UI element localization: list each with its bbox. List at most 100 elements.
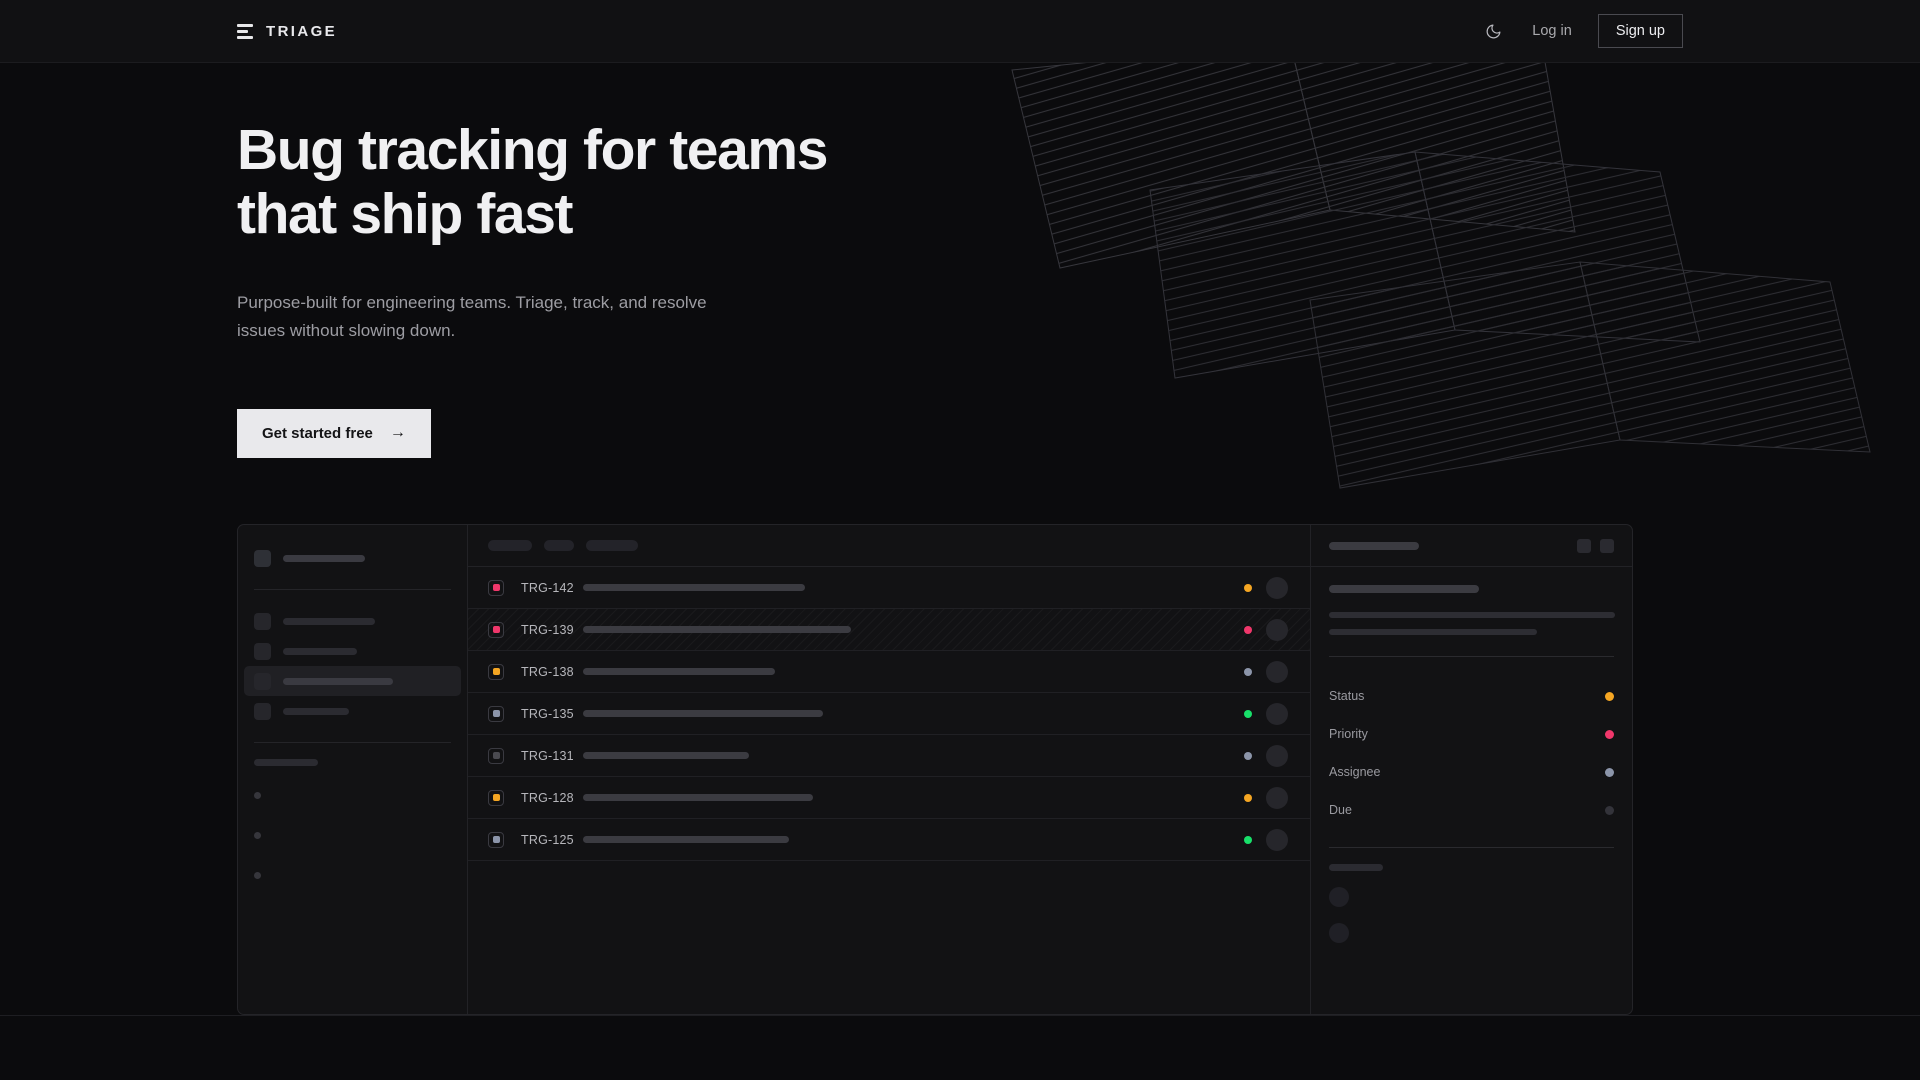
issue-id: TRG-138 bbox=[521, 664, 574, 679]
avatar bbox=[1266, 702, 1288, 725]
avatar bbox=[1266, 660, 1288, 683]
row-meta bbox=[1244, 660, 1310, 683]
meta-label: Status bbox=[1329, 689, 1365, 703]
issue-detail-panel: Status Priority Assignee Due bbox=[1310, 525, 1632, 1014]
priority-icon bbox=[488, 705, 504, 722]
due-badge bbox=[1605, 805, 1614, 815]
nav-label-placeholder bbox=[283, 707, 349, 715]
headline-line-1: Bug tracking for teams bbox=[237, 118, 828, 182]
filter-chip-2[interactable] bbox=[544, 540, 574, 551]
status-dot-icon bbox=[1244, 583, 1252, 592]
sidebar-subitem-2[interactable] bbox=[244, 820, 461, 850]
arrow-right-icon: → bbox=[389, 424, 406, 442]
moon-icon[interactable] bbox=[1480, 18, 1506, 44]
sidebar-item-1[interactable] bbox=[244, 606, 461, 636]
detail-header-actions bbox=[1577, 538, 1614, 553]
sidebar-item-2[interactable] bbox=[244, 636, 461, 666]
detail-divider bbox=[1329, 656, 1614, 657]
issue-title-placeholder bbox=[583, 794, 813, 801]
hero-section: Bug tracking for teams that ship fast Pu… bbox=[237, 118, 828, 458]
sidebar-item-3-active[interactable] bbox=[244, 666, 461, 696]
status-dot-icon bbox=[1244, 835, 1252, 844]
nav-square-icon bbox=[254, 702, 271, 720]
priority-icon bbox=[488, 621, 504, 638]
table-row[interactable]: TRG-142 bbox=[468, 567, 1310, 609]
priority-icon bbox=[488, 579, 504, 596]
signup-button[interactable]: Sign up bbox=[1597, 14, 1683, 48]
meta-row-due[interactable]: Due bbox=[1329, 791, 1614, 829]
sidebar-nav bbox=[244, 606, 461, 726]
nav-label-placeholder bbox=[283, 617, 375, 625]
filter-chip-1[interactable] bbox=[488, 540, 532, 551]
avatar bbox=[1266, 576, 1288, 599]
sidebar-subitem-3[interactable] bbox=[244, 860, 461, 890]
status-dot-icon bbox=[1244, 667, 1252, 676]
header-nav: Log in Sign up bbox=[1480, 14, 1683, 48]
get-started-button[interactable]: Get started free → bbox=[237, 408, 431, 458]
detail-action-2-button[interactable] bbox=[1600, 538, 1614, 553]
status-dot-icon bbox=[1244, 793, 1252, 802]
priority-icon bbox=[488, 789, 504, 806]
priority-icon bbox=[488, 663, 504, 680]
meta-row-priority[interactable]: Priority bbox=[1329, 715, 1614, 753]
table-row[interactable]: TRG-128 bbox=[468, 777, 1310, 819]
headline-line-2: that ship fast bbox=[237, 182, 573, 247]
bullet-dot-icon bbox=[254, 791, 261, 799]
meta-label: Due bbox=[1329, 803, 1352, 817]
priority-badge bbox=[1605, 729, 1614, 739]
detail-body-line-1 bbox=[1329, 612, 1615, 618]
table-row[interactable]: TRG-131 bbox=[468, 735, 1310, 777]
filter-chip-3[interactable] bbox=[586, 540, 638, 551]
issue-title-placeholder bbox=[583, 626, 851, 633]
comment-avatar bbox=[1329, 923, 1349, 943]
issue-list-toolbar bbox=[468, 525, 1310, 567]
detail-action-1-button[interactable] bbox=[1577, 538, 1591, 553]
issue-title-placeholder bbox=[583, 584, 805, 591]
cta-label: Get started free bbox=[262, 424, 373, 442]
detail-header bbox=[1311, 525, 1632, 567]
issue-title-placeholder bbox=[583, 836, 789, 843]
nav-square-icon bbox=[254, 642, 271, 660]
issue-id: TRG-125 bbox=[521, 832, 574, 847]
page-title: Bug tracking for teams that ship fast bbox=[237, 118, 828, 247]
meta-row-status[interactable]: Status bbox=[1329, 677, 1614, 715]
detail-body-line-2 bbox=[1329, 629, 1537, 635]
priority-icon bbox=[488, 747, 504, 764]
issue-title-placeholder bbox=[583, 752, 749, 759]
workspace-switcher[interactable] bbox=[254, 543, 451, 573]
status-dot-icon bbox=[1244, 625, 1252, 634]
meta-label: Assignee bbox=[1329, 765, 1381, 779]
meta-row-assignee[interactable]: Assignee bbox=[1329, 753, 1614, 791]
table-row[interactable]: TRG-139 bbox=[468, 609, 1310, 651]
login-link[interactable]: Log in bbox=[1532, 23, 1572, 39]
detail-title-placeholder bbox=[1329, 585, 1479, 593]
sidebar-divider bbox=[254, 589, 451, 590]
sidebar-section-label bbox=[254, 759, 318, 766]
sidebar-item-4[interactable] bbox=[244, 696, 461, 726]
sidebar-subitem-1[interactable] bbox=[244, 780, 461, 810]
table-row[interactable]: TRG-135 bbox=[468, 693, 1310, 735]
row-meta bbox=[1244, 744, 1310, 767]
detail-divider-2 bbox=[1329, 847, 1614, 848]
workspace-square-icon bbox=[254, 549, 271, 567]
issue-title-placeholder bbox=[583, 710, 823, 717]
sidebar-divider-2 bbox=[254, 742, 451, 743]
avatar bbox=[1266, 828, 1288, 851]
bullet-dot-icon bbox=[254, 871, 261, 879]
nav-label-placeholder bbox=[283, 677, 393, 685]
table-row[interactable]: TRG-138 bbox=[468, 651, 1310, 693]
table-row[interactable]: TRG-125 bbox=[468, 819, 1310, 861]
row-meta bbox=[1244, 786, 1310, 809]
brand-logo[interactable]: TRIAGE bbox=[237, 23, 337, 40]
nav-label-placeholder bbox=[283, 647, 357, 655]
app-sidebar bbox=[238, 525, 468, 1014]
row-meta bbox=[1244, 618, 1310, 641]
nav-square-icon bbox=[254, 612, 271, 630]
detail-header-placeholder bbox=[1329, 541, 1419, 550]
avatar bbox=[1266, 744, 1288, 767]
bullet-dot-icon bbox=[254, 831, 261, 839]
issue-rows: TRG-142 TRG-139 bbox=[468, 567, 1310, 1014]
priority-icon bbox=[488, 831, 504, 848]
detail-body: Status Priority Assignee Due bbox=[1311, 567, 1632, 943]
